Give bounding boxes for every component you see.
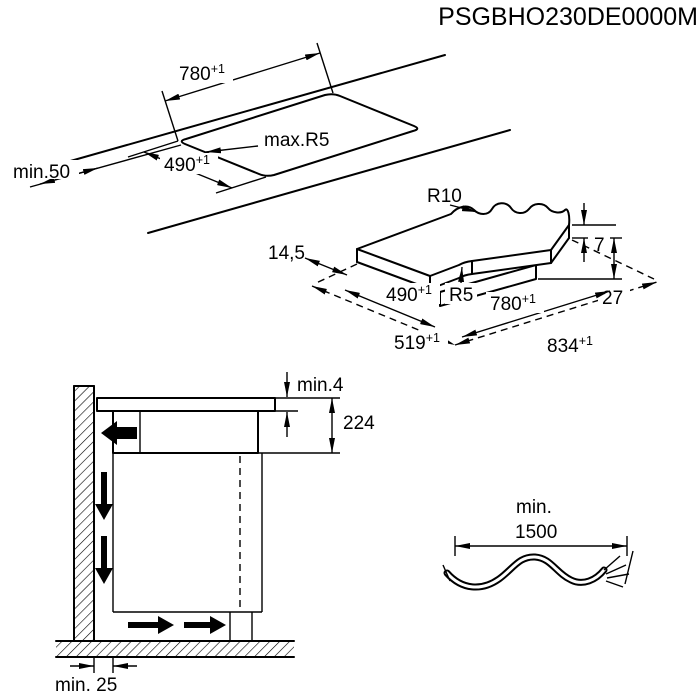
label-bg [423,184,465,205]
dimension-line-side-inset [304,257,348,276]
airflow-right-arrow [128,616,174,634]
chassis-depth-label: 490+1 [386,283,432,306]
airflow-down-arrow [95,472,113,520]
label-bg [260,128,334,149]
label-bg [339,411,379,432]
rear-clearance-label: min. 25 [55,675,117,696]
worktop-front-edge [147,129,511,234]
cable-start-tick [442,564,451,582]
airflow-right-arrow [184,616,226,634]
installation-side-view: min.4 224 min. 25 [51,372,379,696]
bottom-depth-label: 27 [602,288,623,309]
cutout-width-label: 780+1 [179,62,225,85]
side-inset-label: 14,5 [268,243,305,264]
label-bg [486,292,544,313]
cable-core [445,555,606,589]
leader-line-r10 [449,204,478,213]
label-bg [390,331,448,352]
dimension-line-chassis-width [461,290,611,338]
cutout-depth-label: 490+1 [164,153,210,176]
glass-radius-label: R10 [427,186,462,207]
chassis-radius-label: R5 [449,285,473,306]
airflow-down-arrow [95,536,113,584]
model-number: PSGBHO230DE0000M [438,3,698,31]
label-bg [382,283,440,304]
cutout-outline [180,93,419,177]
label-bg [9,160,79,179]
cable-length-label: 1500 [515,522,557,543]
build-in-height-label: 224 [343,413,375,434]
dimension-line-chassis-depth [344,289,436,328]
cable-end-strands [603,550,634,588]
glass-thickness-label: 7 [594,235,605,256]
leader-line-r5 [205,145,259,154]
worktop-back-edge [27,54,446,174]
label-bg [160,153,218,174]
label-bg [175,62,233,83]
wall-hatch [74,386,94,641]
glass-band-fill [357,225,569,289]
dimension-line-width [164,52,321,102]
extension-line [215,176,267,194]
projection-line [313,263,358,285]
leader-line-chassis-r5 [458,266,465,284]
airflow-left-arrow [101,421,137,445]
top-clearance-label: min.4 [297,375,344,396]
glass-width-label: 834+1 [547,334,593,357]
hob-dimension-view: R10 7 27 14,5 490+1 R5 780+1 519+1 [264,184,658,357]
chassis-width-label: 780+1 [490,292,536,315]
glass-depth-label: 519+1 [394,331,440,354]
cutout-radius-label: max.R5 [264,130,329,151]
glass-top-face [356,202,571,277]
floor-hatch [56,641,294,657]
label-bg [51,673,125,694]
cable-min-label: min. [516,497,552,518]
edge-clearance-label: min.50 [13,162,70,183]
extension-line [127,140,179,158]
hob-glass-section [96,397,276,412]
label-bg [543,334,601,355]
power-cable-view: min. 1500 [442,497,634,591]
label-bg [293,373,351,393]
label-bg [264,241,312,262]
worktop-cutout-view: 780+1 490+1 max.R5 min.50 [9,42,511,234]
extension-line [316,42,334,94]
extension-line [161,90,179,142]
